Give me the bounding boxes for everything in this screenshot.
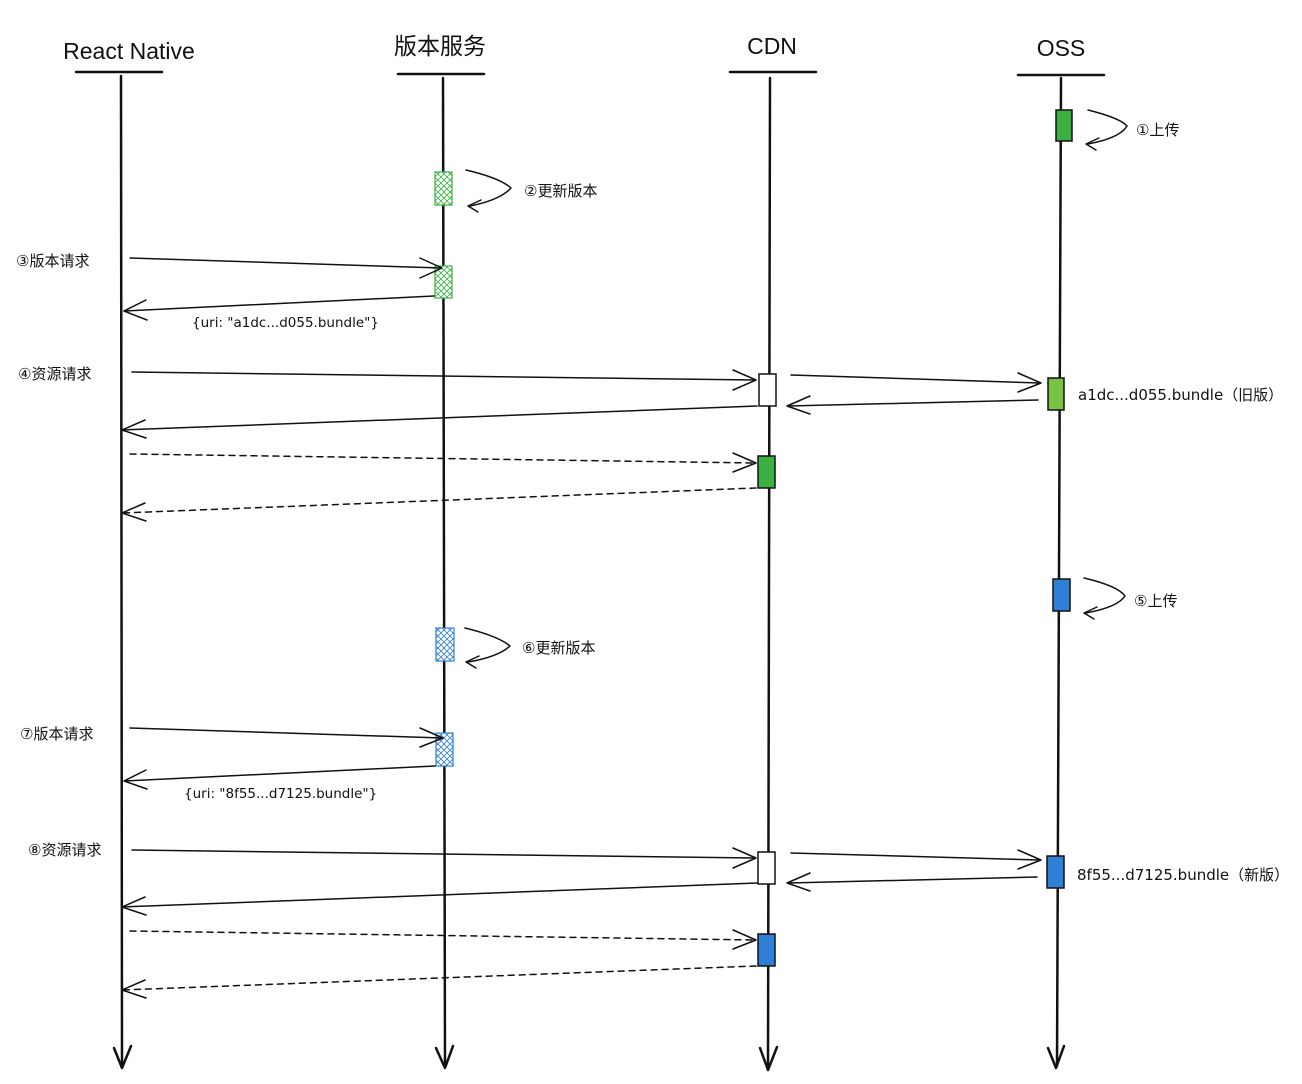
participant-cdn-label: CDN: [747, 33, 797, 59]
lifeline-oss: [1046, 76, 1066, 1070]
participant-oss-label: OSS: [1037, 35, 1086, 61]
step-1-label: ①上传: [1136, 121, 1179, 139]
participant-version-service-label: 版本服务: [394, 33, 486, 59]
oss-activation-new-file: [1046, 855, 1065, 889]
lifeline-cdn: [758, 76, 779, 1072]
step-8-file: 8f55...d7125.bundle（新版）: [1077, 866, 1289, 884]
step-4-file: a1dc...d055.bundle（旧版）: [1078, 386, 1283, 404]
step-6-update-version: ⑥更新版本: [435, 627, 595, 669]
step-7-version-request: ⑦版本请求 {uri: "8f55...d7125.bundle"}: [20, 725, 454, 802]
step-4-cache-hit: [121, 452, 776, 522]
version-activation-hatched-blue: [435, 732, 454, 767]
step-1-upload: ①上传: [1055, 109, 1179, 151]
step-3-version-request: ③版本请求 {uri: "a1dc...d055.bundle"}: [16, 252, 453, 331]
step-5-label: ⑤上传: [1134, 592, 1177, 610]
participant-react-native-label: React Native: [63, 38, 195, 64]
lifeline-version-service: [434, 76, 455, 1070]
version-activation-hatched-blue: [435, 627, 455, 662]
step-3-response: {uri: "a1dc...d055.bundle"}: [192, 315, 379, 331]
participant-react-native: React Native: [63, 38, 195, 74]
step-6-label: ⑥更新版本: [522, 639, 595, 657]
step-8-label: ⑧资源请求: [28, 841, 101, 859]
step-7-label: ⑦版本请求: [20, 725, 93, 743]
oss-activation-new: [1052, 578, 1071, 612]
step-4-label: ④资源请求: [18, 365, 91, 383]
cdn-activation-cached-new: [757, 933, 776, 967]
step-8-cache-hit: [121, 929, 776, 999]
participant-oss: OSS: [1016, 35, 1106, 77]
participant-cdn: CDN: [728, 33, 818, 74]
step-7-response: {uri: "8f55...d7125.bundle"}: [184, 786, 377, 802]
oss-activation-old: [1055, 109, 1073, 142]
version-activation-hatched-green: [434, 265, 453, 299]
lifeline-react-native: [112, 74, 133, 1070]
step-2-update-version: ②更新版本: [434, 169, 597, 213]
cdn-activation-miss: [758, 373, 777, 407]
oss-activation-old-file: [1047, 377, 1065, 411]
cdn-activation-miss: [757, 851, 776, 885]
step-8-resource-request: ⑧资源请求 8f55...d7125.bundle（新版）: [28, 841, 1289, 916]
participant-version-service: 版本服务: [394, 33, 486, 76]
step-3-label: ③版本请求: [16, 252, 89, 270]
step-4-resource-request: ④资源请求 a1dc...d055.bundle（旧版）: [18, 365, 1283, 439]
version-activation-hatched-green: [434, 171, 453, 206]
cdn-activation-cached-old: [757, 455, 776, 489]
step-2-label: ②更新版本: [524, 182, 597, 200]
step-5-upload: ⑤上传: [1052, 577, 1177, 620]
